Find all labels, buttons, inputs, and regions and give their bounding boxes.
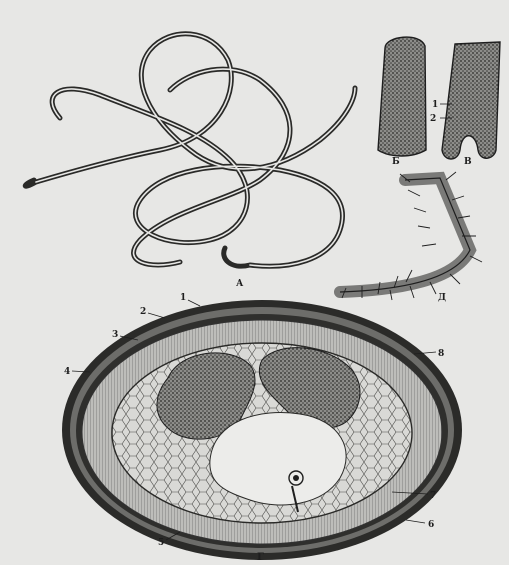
forked-tip-drawing (440, 42, 500, 159)
label-5: 5 (158, 538, 164, 548)
label-g: Г (257, 552, 264, 563)
label-4: 4 (64, 367, 70, 377)
label-a: А (236, 279, 244, 289)
label-inset-2: 2 (430, 114, 436, 124)
label-inset-1: 1 (432, 100, 438, 110)
label-v: В (464, 157, 472, 167)
label-2: 2 (140, 307, 146, 317)
label-7: 7 (430, 491, 436, 501)
label-8: 8 (438, 349, 444, 359)
cross-section-drawing (62, 300, 462, 560)
label-b: Б (392, 157, 400, 167)
label-d: Д (438, 293, 446, 303)
bristled-segment-drawing (340, 172, 482, 300)
label-1: 1 (180, 293, 186, 303)
label-6: 6 (428, 520, 434, 530)
worm-tip-drawing (378, 37, 426, 156)
label-3: 3 (112, 330, 118, 340)
body-cavity (210, 413, 346, 505)
